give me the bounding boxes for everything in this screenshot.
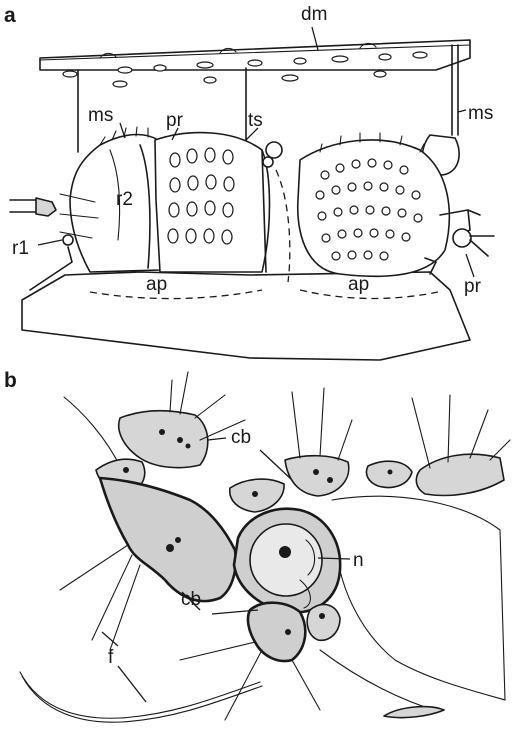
label-pr-top: pr bbox=[166, 110, 184, 131]
cell-top-right bbox=[412, 395, 510, 495]
cell-top-left bbox=[119, 372, 245, 468]
label-cb-top: cb bbox=[231, 427, 251, 448]
label-f: f bbox=[108, 647, 114, 668]
label-ts: ts bbox=[248, 110, 263, 131]
label-cb-bottom: cb bbox=[181, 589, 201, 610]
middle-chamber bbox=[155, 133, 282, 272]
cell-small-lower-right bbox=[307, 604, 340, 640]
label-pr-bottom: pr bbox=[464, 276, 482, 297]
label-ap-right: ap bbox=[348, 274, 369, 295]
panel-a: a bbox=[4, 4, 494, 360]
leader-cb-top-1 bbox=[208, 438, 226, 440]
basal-body bbox=[22, 272, 470, 360]
panel-b-letter: b bbox=[4, 369, 17, 392]
leader-r1 bbox=[38, 240, 62, 245]
leader-ms-right bbox=[458, 110, 466, 112]
background-outline-right bbox=[332, 496, 505, 700]
ts-dashed-line bbox=[276, 170, 290, 282]
leader-f-2 bbox=[118, 666, 146, 702]
cell-central bbox=[234, 509, 340, 613]
background-outline-left bbox=[64, 397, 122, 470]
cell-top-middle bbox=[285, 388, 352, 496]
panel-b: b bbox=[4, 369, 510, 722]
label-r1: r1 bbox=[12, 238, 29, 259]
label-dm: dm bbox=[301, 4, 327, 25]
dorsal-membrane bbox=[40, 40, 470, 87]
label-n: n bbox=[353, 550, 364, 571]
small-lens bbox=[384, 707, 444, 718]
label-ms-left: ms bbox=[88, 105, 113, 126]
background-outline-lower bbox=[320, 650, 440, 712]
panel-a-letter: a bbox=[4, 4, 16, 27]
cell-small-right bbox=[366, 461, 412, 487]
label-ms-right: ms bbox=[468, 103, 493, 124]
label-r2: r2 bbox=[116, 189, 133, 210]
right-chamber bbox=[298, 133, 494, 276]
leader-pr-bottom bbox=[466, 254, 474, 277]
label-ap-left: ap bbox=[146, 274, 167, 295]
left-chamber bbox=[60, 127, 160, 272]
cell-small-middle bbox=[230, 479, 284, 512]
cell-large-left bbox=[60, 478, 236, 650]
nucleus bbox=[250, 524, 322, 596]
